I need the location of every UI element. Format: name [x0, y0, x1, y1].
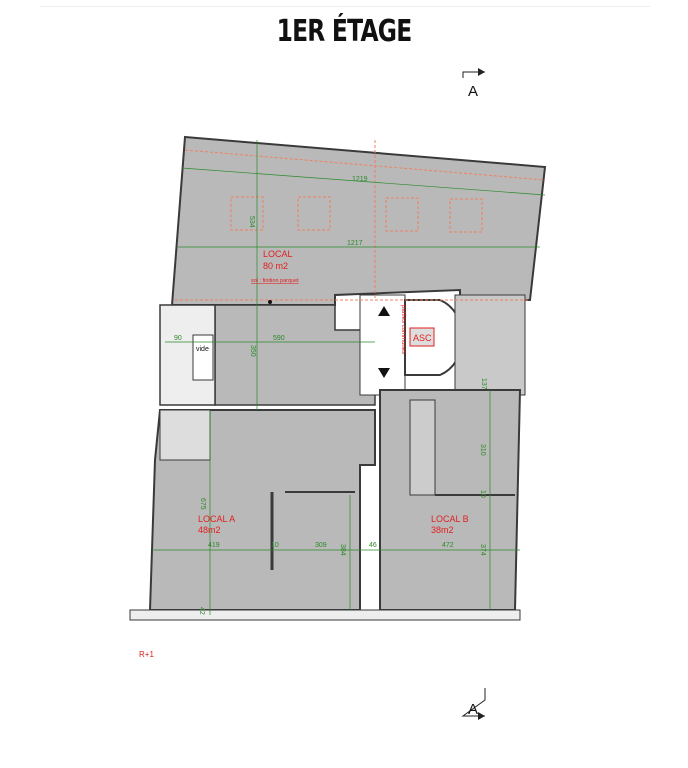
common-area-label: parties communes: [400, 305, 406, 354]
section-label-top: A: [468, 83, 478, 100]
local-b-name: LOCAL B: [431, 514, 469, 524]
local-name: LOCAL: [263, 249, 293, 259]
local-lower-floor: [214, 304, 376, 406]
local-a-name: LOCAL A: [198, 514, 235, 524]
vide-box: [192, 334, 214, 381]
dim-46: 46: [369, 542, 377, 549]
dim-472: 472: [442, 542, 454, 549]
dim-384: 384: [339, 544, 346, 556]
dim-675: 675: [199, 498, 206, 510]
dim-90: 90: [174, 335, 182, 342]
dim-309: 309: [315, 542, 327, 549]
local-b-floor: [379, 389, 522, 611]
section-marker-bottom: A: [461, 688, 486, 720]
section-label-bottom: A: [468, 701, 478, 718]
section-marker-top: A: [462, 68, 485, 100]
facade-strip: [129, 609, 521, 621]
bathroom-a: [159, 409, 211, 461]
dim-350: 350: [249, 345, 256, 357]
dim-137: 137: [480, 378, 487, 390]
skylights: [175, 140, 546, 301]
dim-1219: 1219: [352, 176, 368, 183]
dim-590: 590: [273, 335, 285, 342]
dim-10-a: 10: [271, 542, 279, 549]
arrow-up-icon: [378, 306, 390, 316]
storage-b: [409, 399, 436, 496]
level-label: R+1: [139, 650, 154, 659]
arrow-down-icon: [378, 368, 390, 378]
elevator-label: ASC: [413, 333, 432, 343]
local-note: sol : finition parquet: [251, 278, 299, 284]
local-b-area: 38m2: [431, 525, 454, 535]
dim-1217: 1217: [347, 240, 363, 247]
elevator: [409, 327, 435, 347]
dimension-lines: [152, 140, 546, 615]
dim-42: 42: [198, 607, 205, 615]
dim-534: 534: [248, 216, 255, 228]
top-rule: [40, 6, 650, 7]
dim-374: 374: [479, 544, 486, 556]
dim-10-b: 10: [479, 490, 486, 498]
local-area: 80 m2: [263, 261, 288, 271]
page-title: 1ER ÉTAGE: [276, 14, 413, 49]
local-a-area: 48m2: [198, 525, 221, 535]
local-floor: [170, 135, 547, 306]
sanitary-block: [454, 294, 526, 396]
dim-419: 419: [208, 542, 220, 549]
column-marker: [268, 300, 272, 304]
dim-310: 310: [479, 444, 486, 456]
vide-label: vide: [196, 346, 209, 353]
